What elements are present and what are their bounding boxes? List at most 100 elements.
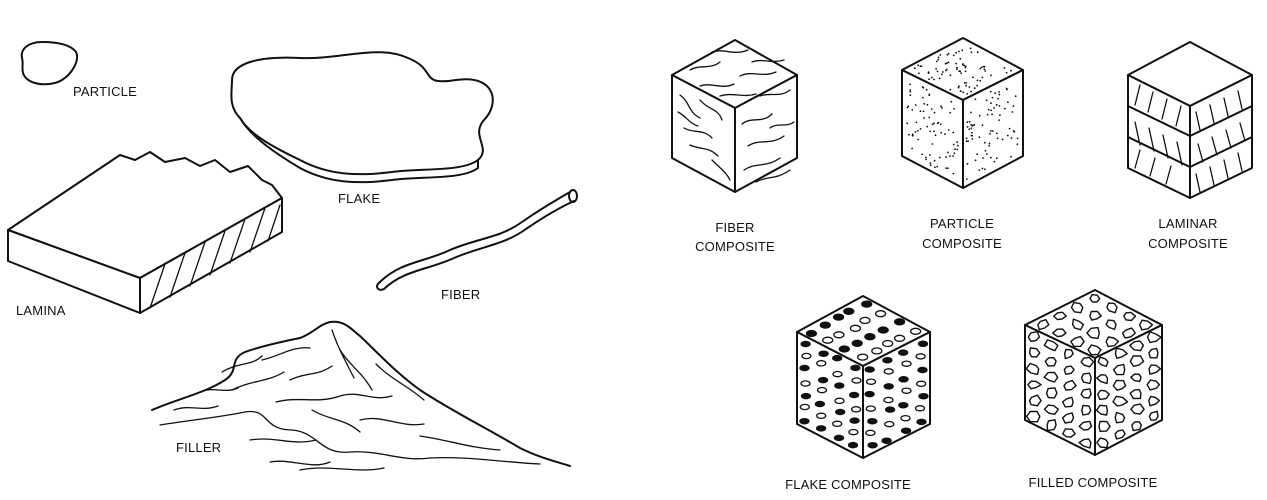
particle-dot xyxy=(999,114,1001,116)
flake-oval xyxy=(800,365,809,370)
particle-dot xyxy=(940,132,942,134)
particle-dot xyxy=(976,153,978,155)
particle-dot xyxy=(979,80,981,82)
flake-oval xyxy=(820,322,830,328)
particle-dot xyxy=(966,121,968,123)
flake-oval xyxy=(802,394,811,399)
particle-dot xyxy=(1009,128,1011,130)
flake-oval xyxy=(919,341,928,346)
particle-dot xyxy=(939,54,941,56)
particle-dot xyxy=(979,68,981,70)
flake-oval xyxy=(839,346,849,352)
flake-oval xyxy=(844,308,854,314)
flake-oval xyxy=(899,403,908,408)
particle-dot xyxy=(979,136,981,138)
particle-dot xyxy=(953,152,955,154)
particle-dot xyxy=(959,58,961,60)
particle-dot xyxy=(939,157,941,159)
particle-dot xyxy=(935,134,937,136)
particle-dot xyxy=(966,93,968,95)
particle-dot xyxy=(956,149,958,151)
particle-dot xyxy=(1006,72,1008,74)
flake-oval xyxy=(919,394,928,399)
flake-oval xyxy=(865,334,875,340)
particle-dot xyxy=(946,62,948,64)
particle-dot xyxy=(967,140,969,142)
particle-dot xyxy=(945,70,947,72)
flake-oval xyxy=(899,377,908,382)
particle-dot xyxy=(929,131,931,133)
particle-dot xyxy=(952,132,954,134)
particle-dot xyxy=(998,91,1000,93)
particle-dot xyxy=(928,94,930,96)
particle-dot xyxy=(931,108,933,110)
fiber-shape xyxy=(377,190,577,290)
flake-oval xyxy=(852,340,862,346)
particle-dot xyxy=(1010,156,1012,158)
particle-dot xyxy=(936,166,938,168)
fiber-label: FIBER xyxy=(441,287,480,302)
particle-dot xyxy=(982,124,984,126)
particle-dot xyxy=(950,101,952,103)
particle-dot xyxy=(989,143,991,145)
particle-dot xyxy=(909,91,911,93)
particle-dot xyxy=(947,54,949,56)
particle-dot xyxy=(979,115,981,117)
particle-dot xyxy=(1010,70,1012,72)
particle-dot xyxy=(990,110,992,112)
particle-dot xyxy=(906,122,908,124)
particle-dot xyxy=(932,123,934,125)
flake-oval xyxy=(883,358,892,363)
particle-dot xyxy=(941,74,943,76)
particle-dot xyxy=(986,153,988,155)
flake-oval xyxy=(902,428,911,433)
particle-dot xyxy=(933,79,935,81)
particle-dot xyxy=(920,110,922,112)
particle-dot xyxy=(965,65,967,67)
particle-dot xyxy=(937,59,939,61)
particle-dot xyxy=(974,124,976,126)
particle-dot xyxy=(970,127,972,129)
particle-dot xyxy=(996,104,998,106)
particle-dot xyxy=(962,63,964,65)
particle-dot xyxy=(917,130,919,132)
particle-dot xyxy=(971,138,973,140)
flake-oval xyxy=(882,438,891,443)
particle-dot xyxy=(934,160,936,162)
particle-dot xyxy=(961,49,963,51)
particle-dot xyxy=(915,131,917,133)
particle-dot xyxy=(956,141,958,143)
flake-oval xyxy=(918,367,927,372)
particle-dot xyxy=(969,86,971,88)
particle-dot xyxy=(960,90,962,92)
flake-oval xyxy=(862,301,872,307)
particle-dot xyxy=(953,55,955,57)
particle-dot xyxy=(920,128,922,130)
particle-composite-cube xyxy=(902,38,1023,188)
particle-dot xyxy=(981,77,983,79)
particle-dot xyxy=(971,135,973,137)
particle-dot xyxy=(923,103,925,105)
particle-dot xyxy=(944,133,946,135)
flake-label: FLAKE xyxy=(338,191,380,206)
particle-label: PARTICLE xyxy=(73,84,137,99)
particle-dot xyxy=(927,104,929,106)
particle-dot xyxy=(1007,101,1009,103)
particle-dot xyxy=(975,98,977,100)
particle-dot xyxy=(947,167,949,169)
particle-dot xyxy=(933,130,935,132)
flake-oval xyxy=(886,407,895,412)
particle-dot xyxy=(989,133,991,135)
particle-dot xyxy=(992,130,994,132)
particle-dot xyxy=(952,173,954,175)
particle-dot xyxy=(990,157,992,159)
particle-dot xyxy=(965,71,967,73)
flake-oval xyxy=(895,319,905,325)
particle-dot xyxy=(988,109,990,111)
particle-dot xyxy=(1002,139,1004,141)
particle-composite-label-line1: PARTICLE xyxy=(930,216,994,231)
particle-dot xyxy=(971,51,973,53)
particle-dot xyxy=(970,48,972,50)
particle-dot xyxy=(970,91,972,93)
particle-dot xyxy=(969,121,971,123)
